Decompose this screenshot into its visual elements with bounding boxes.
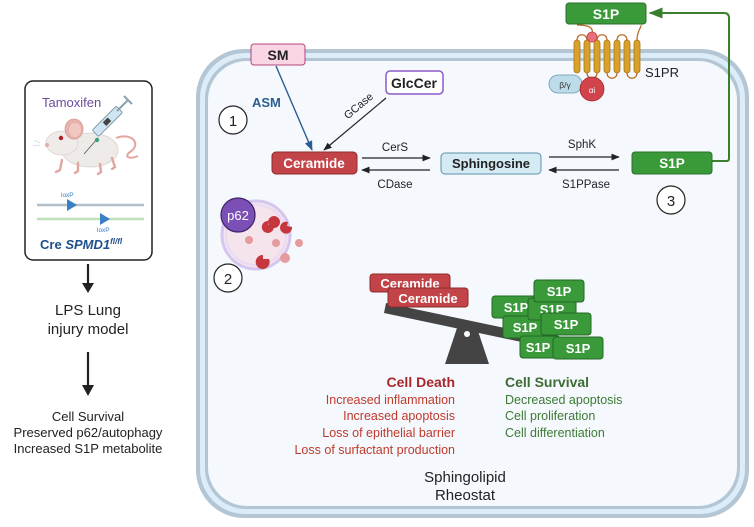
drug-label: Tamoxifen	[42, 95, 101, 110]
s1p-block: S1P	[552, 336, 604, 360]
mouse-icon	[32, 118, 139, 176]
genotype-label: Cre SPMD1fl/fl	[40, 237, 123, 252]
rheostat-caption-line-1: Sphingolipid	[424, 469, 506, 486]
asm-arrow	[275, 65, 313, 151]
scale-fulcrum	[445, 323, 489, 364]
step-marker-3: 3	[656, 185, 686, 215]
s1p-node: S1P	[631, 151, 713, 175]
cargo-fragment-icon	[245, 236, 303, 263]
outcome-line-3: Increased S1P metabolite	[14, 441, 163, 456]
cell-survival-item: Cell differentiation	[505, 426, 605, 440]
s1p-block-label: S1P	[566, 341, 591, 356]
left-panel: Tamoxifen lo	[14, 80, 163, 456]
ceramide-stack: Ceramide Ceramide	[369, 273, 469, 308]
genotype-prefix: Cre	[40, 237, 62, 252]
cers-label: CerS	[382, 142, 409, 154]
s1p-block: S1P	[519, 335, 561, 359]
beta-gamma-label: β/γ	[559, 80, 571, 90]
s1p-block-label: S1P	[513, 320, 538, 335]
p62-node: p62	[220, 197, 256, 233]
mouse-model-box	[24, 80, 153, 261]
step-marker-2: 2	[213, 263, 243, 293]
ceramide-block: Ceramide	[387, 287, 469, 308]
cargo-icon	[255, 216, 293, 269]
s1ppase-label: S1PPase	[562, 179, 610, 191]
s1p-block-label: S1P	[547, 284, 572, 299]
syringe-icon	[83, 95, 133, 155]
glccer-label: GlcCer	[391, 75, 437, 91]
model-line-1: LPS Lung	[55, 302, 121, 319]
sphingosine-node: Sphingosine	[440, 152, 542, 175]
gcase-arrow	[323, 97, 387, 151]
s1p-external-node: S1P	[565, 2, 647, 25]
genotype-gene: SPMD1	[65, 237, 110, 252]
s1pr-label: S1PR	[645, 65, 679, 80]
cdase-label: CDase	[377, 179, 412, 191]
outcome-line-2: Preserved p62/autophagy	[14, 425, 163, 440]
s1p-export-arrow	[648, 7, 730, 162]
ceramide-block-label: Ceramide	[380, 276, 439, 291]
asm-label: ASM	[252, 95, 281, 110]
s1p-external-label: S1P	[593, 6, 619, 22]
s1p-block: S1P	[533, 279, 585, 303]
flow-arrow	[82, 352, 94, 396]
loxp-arrow-icon	[100, 213, 110, 225]
s1pr-receptor: β/γ αi S1PR	[548, 24, 679, 102]
cell	[196, 49, 749, 518]
cell-death-item: Increased inflammation	[326, 393, 455, 407]
s1p-stack: S1P S1P S1P S1P S1P S1P S1P	[491, 279, 604, 360]
ceramide-block-label: Ceramide	[398, 291, 457, 306]
sphingosine-label: Sphingosine	[452, 156, 530, 171]
ligand-binding-site	[586, 31, 598, 43]
cell-survival-title: Cell Survival	[505, 374, 589, 390]
s1p-block: S1P	[502, 315, 548, 339]
cell-death-list: Cell Death Increased inflammation Increa…	[294, 374, 455, 457]
cell-death-item: Increased apoptosis	[343, 409, 455, 423]
cell-death-item: Loss of surfactant production	[294, 443, 455, 457]
s1p-block-label: S1P	[526, 340, 551, 355]
outcome-line-1: Cell Survival	[52, 409, 124, 424]
s1p-label: S1P	[659, 156, 685, 171]
s1p-block-label: S1P	[554, 317, 579, 332]
alpha-label: αi	[589, 86, 596, 95]
sphk-label: SphK	[568, 139, 596, 151]
cell-survival-list: Cell Survival Decreased apoptosis Cell p…	[505, 374, 622, 440]
genotype-superscript: fl/fl	[110, 237, 123, 246]
cell-survival-item: Decreased apoptosis	[505, 393, 622, 407]
step-3-label: 3	[667, 193, 675, 210]
cell-death-title: Cell Death	[387, 374, 455, 390]
ceramide-node: Ceramide	[271, 151, 358, 175]
loxp-arrow-icon	[67, 199, 77, 211]
cell-death-item: Loss of epithelial barrier	[322, 426, 455, 440]
step-1-label: 1	[229, 113, 237, 130]
p62-label: p62	[227, 208, 249, 223]
s1p-block: S1P	[540, 312, 592, 336]
loxp-bottom-label: loxP	[97, 227, 110, 234]
cell-survival-item: Cell proliferation	[505, 409, 595, 423]
model-line-2: injury model	[48, 321, 129, 338]
rheostat-caption-line-2: Rheostat	[435, 487, 496, 504]
step-marker-1: 1	[218, 105, 248, 135]
g-protein-alpha	[579, 76, 605, 102]
cytoplasm	[208, 61, 737, 506]
sm-node: SM	[250, 43, 306, 66]
loxp-construct: loxP loxP	[37, 192, 144, 234]
ceramide-label: Ceramide	[283, 156, 345, 171]
s1p-block-label: S1P	[504, 300, 529, 315]
step-2-label: 2	[224, 271, 232, 288]
glccer-node: GlcCer	[385, 70, 444, 95]
sm-label: SM	[268, 47, 289, 63]
flow-arrow	[82, 264, 94, 293]
loxp-top-label: loxP	[61, 192, 74, 199]
